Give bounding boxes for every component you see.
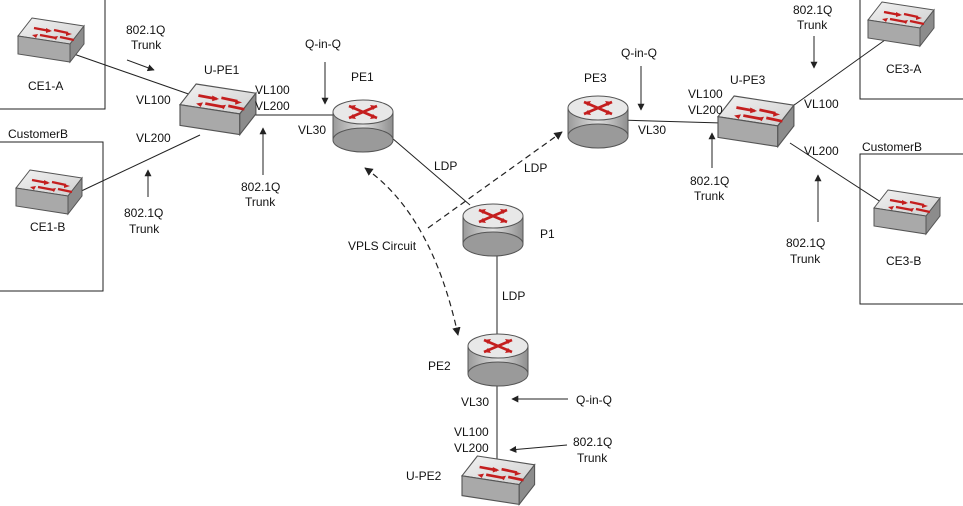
label-upe3-vl100-left: VL100 bbox=[688, 87, 723, 101]
arrow-trunk-ce1a bbox=[126, 59, 155, 72]
switch-upe3-icon bbox=[716, 95, 795, 149]
label-upe3-dot1q: 802.1Q bbox=[690, 174, 729, 188]
link-upe3-ce3b bbox=[789, 142, 891, 209]
label-pe3: PE3 bbox=[584, 71, 607, 85]
label-p1: P1 bbox=[540, 227, 555, 241]
label-upe3-vl200-right: VL200 bbox=[804, 144, 839, 158]
router-pe1-icon bbox=[332, 99, 394, 153]
customer-a-right-box bbox=[859, 0, 963, 100]
label-upe1-vl100-right: VL100 bbox=[255, 83, 290, 97]
label-ce1a-trunk: Trunk bbox=[131, 38, 162, 52]
label-pe2-vl30: VL30 bbox=[461, 395, 489, 409]
label-pe1-vl30: VL30 bbox=[298, 123, 326, 137]
label-upe1-trunk: Trunk bbox=[245, 195, 276, 209]
label-pe3-qinq: Q-in-Q bbox=[621, 46, 657, 60]
label-ce1b: CE1-B bbox=[30, 220, 65, 234]
customer-b-left-box bbox=[0, 141, 104, 292]
label-ce3b-trunk: Trunk bbox=[790, 252, 821, 266]
label-customer-b-right: CustomerB bbox=[862, 140, 922, 154]
label-upe2-vl100: VL100 bbox=[454, 425, 489, 439]
label-ce3a: CE3-A bbox=[886, 62, 921, 76]
label-upe2-vl200: VL200 bbox=[454, 441, 489, 455]
switch-upe1-icon bbox=[178, 83, 257, 137]
customer-a-left-box bbox=[0, 0, 106, 110]
switch-ce1a-icon bbox=[17, 17, 85, 64]
vpls-circuit-p1-pe3 bbox=[427, 131, 563, 229]
switch-ce3a-icon bbox=[867, 1, 935, 48]
label-upe3-vl100-right: VL100 bbox=[804, 97, 839, 111]
label-ce3b: CE3-B bbox=[886, 254, 921, 268]
label-ldp-pe1-p1: LDP bbox=[434, 159, 457, 173]
switch-ce1b-icon bbox=[15, 169, 83, 216]
label-pe1: PE1 bbox=[351, 70, 374, 84]
label-pe1-qinq: Q-in-Q bbox=[305, 37, 341, 51]
label-upe3-trunk: Trunk bbox=[694, 189, 725, 203]
label-upe1-vl200-right: VL200 bbox=[255, 99, 290, 113]
vpls-circuit-pe1-pe2 bbox=[364, 167, 461, 336]
switch-upe2-icon bbox=[460, 455, 536, 506]
label-upe2: U-PE2 bbox=[406, 469, 442, 483]
label-ldp-p1-pe3: LDP bbox=[524, 161, 547, 175]
label-upe3-vl200-left: VL200 bbox=[688, 103, 723, 117]
link-upe3-ce3a bbox=[789, 39, 886, 109]
switch-ce3b-icon bbox=[873, 189, 941, 236]
link-pe3-upe3 bbox=[619, 119, 723, 124]
label-ce3b-dot1q: 802.1Q bbox=[786, 236, 825, 250]
router-pe3-icon bbox=[567, 95, 629, 149]
router-p1-icon bbox=[462, 203, 524, 257]
label-ce1b-trunk: Trunk bbox=[129, 222, 160, 236]
arrow-trunk-upe2 bbox=[509, 444, 568, 453]
label-pe3-vl30: VL30 bbox=[638, 123, 666, 137]
link-ce1a-upe1 bbox=[67, 51, 201, 99]
label-ce1a-dot1q: 802.1Q bbox=[126, 23, 165, 37]
link-ce1b-upe1 bbox=[74, 134, 201, 195]
label-upe1-dot1q: 802.1Q bbox=[241, 180, 280, 194]
label-pe2-qinq: Q-in-Q bbox=[576, 393, 612, 407]
label-pe2: PE2 bbox=[428, 359, 451, 373]
label-upe1-vl100-left: VL100 bbox=[136, 93, 171, 107]
label-customer-b-left: CustomerB bbox=[8, 127, 68, 141]
label-ce1b-dot1q: 802.1Q bbox=[124, 206, 163, 220]
label-ce3a-dot1q: 802.1Q bbox=[793, 3, 832, 17]
router-pe2-icon bbox=[467, 333, 529, 387]
label-ce1a: CE1-A bbox=[28, 79, 63, 93]
link-pe1-p1 bbox=[391, 137, 471, 206]
label-upe1-vl200-left: VL200 bbox=[136, 131, 171, 145]
label-upe1: U-PE1 bbox=[204, 63, 240, 77]
label-ce3a-trunk: Trunk bbox=[797, 18, 828, 32]
label-vpls-circuit: VPLS Circuit bbox=[348, 239, 417, 253]
label-upe2-dot1q: 802.1Q bbox=[573, 435, 612, 449]
label-ldp-p1-pe2: LDP bbox=[502, 289, 525, 303]
customer-b-right-box bbox=[859, 153, 963, 305]
label-upe2-trunk: Trunk bbox=[577, 451, 608, 465]
label-upe3: U-PE3 bbox=[730, 73, 766, 87]
